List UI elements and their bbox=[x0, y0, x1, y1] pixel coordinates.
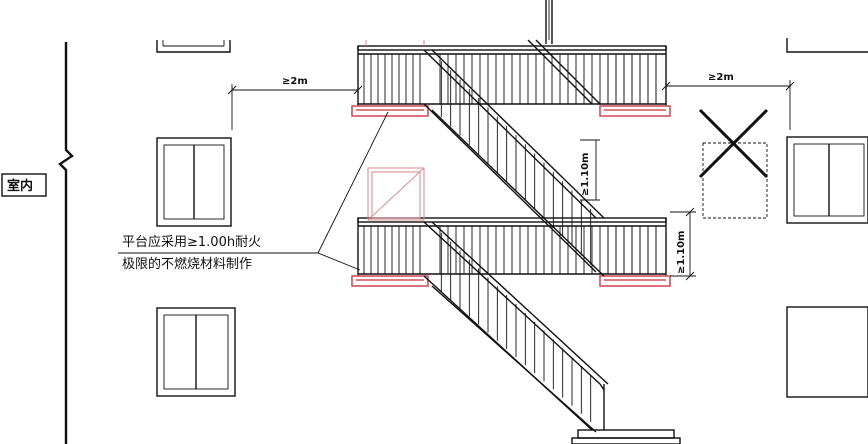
note-leader bbox=[118, 111, 389, 271]
window-mid-right bbox=[786, 136, 868, 224]
dimension-left-gap: ≥2m bbox=[227, 76, 363, 130]
dimension-right-gap-label: ≥2m bbox=[708, 72, 734, 83]
upper-platform-left-slab bbox=[351, 105, 429, 117]
upper-platform-balusters bbox=[363, 54, 657, 104]
middle-platform-right-slab bbox=[599, 275, 671, 287]
stair-flight-upper-balusters bbox=[440, 61, 592, 265]
indoor-label-box: 室内 bbox=[1, 173, 47, 197]
dimension-left-gap-label: ≥2m bbox=[282, 76, 308, 87]
upper-door-outline bbox=[365, 40, 425, 46]
middle-platform-balusters bbox=[363, 226, 657, 274]
window-mid-left bbox=[156, 137, 232, 227]
dimension-rail-height-right-label: ≥1.10m bbox=[676, 231, 687, 274]
upper-stair-stub bbox=[527, 0, 601, 105]
window-bottom-left bbox=[156, 307, 236, 397]
prohibited-opening-cross bbox=[698, 108, 769, 219]
stair-flight-lower-balusters bbox=[440, 232, 592, 422]
middle-platform bbox=[351, 217, 671, 287]
dimension-right-gap: ≥2m bbox=[661, 72, 795, 130]
dimension-rail-height-mid-label: ≥1.10m bbox=[580, 153, 591, 196]
window-top-right bbox=[786, 38, 868, 53]
stair-flight-lower bbox=[423, 221, 609, 433]
platform-note-line2: 极限的不燃烧材料制作 bbox=[122, 256, 252, 272]
building-wall-outline bbox=[58, 42, 74, 444]
upper-platform-right-slab bbox=[599, 105, 671, 117]
upper-platform bbox=[351, 45, 671, 117]
platform-note-line1: 平台应采用≥1.00h耐火 bbox=[122, 234, 261, 250]
window-top-left bbox=[156, 40, 231, 53]
window-bottom-right bbox=[786, 306, 868, 398]
stair-flight-upper bbox=[423, 49, 605, 277]
dimension-rail-height-right: ≥1.10m bbox=[670, 207, 696, 281]
dimension-rail-height-mid: ≥1.10m bbox=[580, 139, 600, 201]
indoor-label: 室内 bbox=[7, 178, 33, 194]
door-opening-outline bbox=[367, 167, 425, 221]
middle-platform-left-slab bbox=[351, 275, 429, 287]
ground-steps bbox=[571, 429, 681, 444]
